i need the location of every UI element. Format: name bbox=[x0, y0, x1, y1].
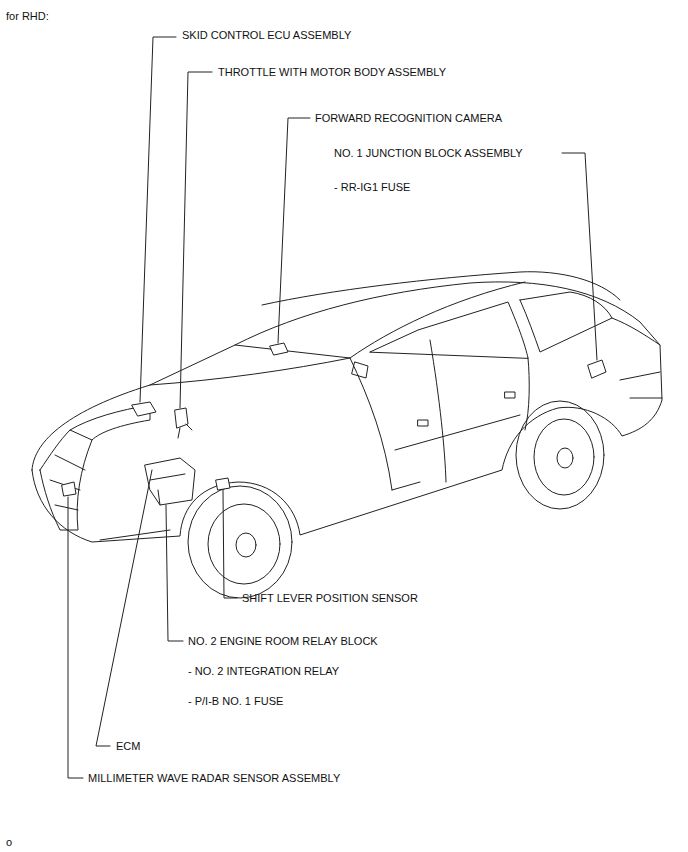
part-label: MILLIMETER WAVE RADAR SENSOR ASSEMBLY bbox=[88, 771, 340, 785]
part-label: - P/I-B NO. 1 FUSE bbox=[188, 694, 283, 708]
part-label: NO. 2 ENGINE ROOM RELAY BLOCK bbox=[188, 634, 378, 648]
part-label: SKID CONTROL ECU ASSEMBLY bbox=[182, 28, 351, 42]
part-label: FORWARD RECOGNITION CAMERA bbox=[315, 111, 502, 125]
part-label: - RR-IG1 FUSE bbox=[334, 180, 410, 194]
diagram-title: for RHD: bbox=[6, 9, 49, 23]
part-label: SHIFT LEVER POSITION SENSOR bbox=[242, 591, 418, 605]
page-mark: o bbox=[6, 835, 12, 849]
part-label: - NO. 2 INTEGRATION RELAY bbox=[188, 664, 339, 678]
part-label: NO. 1 JUNCTION BLOCK ASSEMBLY bbox=[334, 146, 523, 160]
part-label: THROTTLE WITH MOTOR BODY ASSEMBLY bbox=[218, 65, 446, 79]
part-label: ECM bbox=[116, 739, 140, 753]
